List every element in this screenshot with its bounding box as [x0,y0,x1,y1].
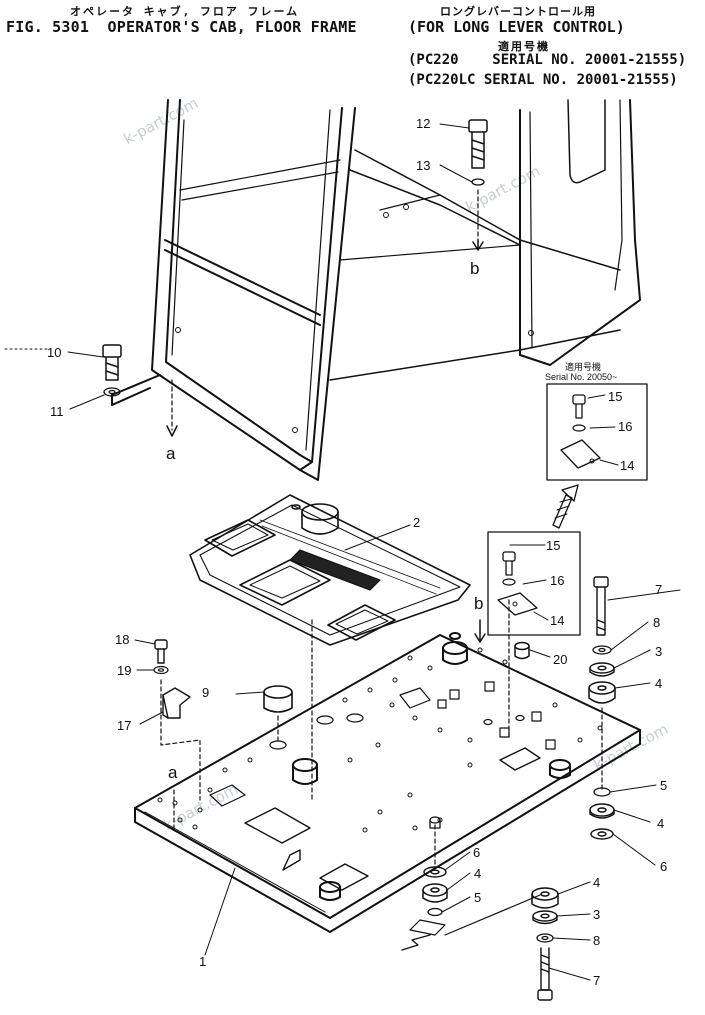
serial-line-2: (PC220LC SERIAL NO. 20001-21555) [408,72,678,88]
callout-15-lower: 15 [546,538,560,553]
callout-10: 10 [47,345,61,360]
cap-9 [263,685,293,713]
leader-lines [4,123,681,981]
callout-5-right: 5 [660,778,667,793]
callout-8-lower: 8 [593,933,600,948]
washer-8-upper [592,645,612,655]
callout-19: 19 [117,663,131,678]
mount-4-lower [531,887,559,909]
floor-frame-1 [134,632,641,933]
inset-box-upper [546,383,648,481]
mount-4-upper [588,681,616,704]
washer-11 [103,387,121,397]
bolt-12 [468,119,488,169]
washer-5-mid [427,907,443,917]
washer-19 [153,665,169,675]
japanese-title: オペレータ キャブ, フロア フレーム [70,5,300,18]
mount-4-right [589,803,615,819]
callout-4-right: 4 [657,816,664,831]
callout-15-upper: 15 [608,389,622,404]
ref-b-upper: b [470,259,479,278]
callout-14-upper: 14 [620,458,634,473]
bolt-7-upper [593,576,609,636]
bolt-7-lower [537,947,553,1001]
washer-8-lower [536,933,554,943]
bolt-18 [154,639,168,664]
washer-3-lower [532,910,558,925]
callout-3-upper: 3 [655,644,662,659]
callout-7-upper: 7 [655,582,662,597]
callout-2: 2 [413,515,420,530]
cab-frame [111,99,641,481]
inset-label-jp: 適用号機 [565,361,601,372]
washer-6-right [590,828,614,840]
callout-11: 11 [50,404,64,419]
applicable-label-jp: 適用号機 [498,40,550,53]
floor-mat-2 [189,494,471,646]
inset-box-lower [487,531,581,741]
callout-13: 13 [416,158,430,173]
ref-b-lower: b [474,594,483,613]
callout-18: 18 [115,632,129,647]
washer-13 [471,178,485,186]
ref-a-upper: a [166,444,176,463]
callout-1: 1 [199,954,206,969]
callout-16-upper: 16 [618,419,632,434]
serial-line-1: (PC220 SERIAL NO. 20001-21555) [408,52,687,68]
figure-title: FIG. 5301 OPERATOR'S CAB, FLOOR FRAME [6,18,357,36]
callout-5-mid: 5 [474,890,481,905]
callout-6-mid: 6 [473,845,480,860]
callout-12: 12 [416,116,430,131]
plug-20 [514,641,530,660]
callout-7-lower: 7 [593,973,600,988]
callout-20: 20 [553,652,567,667]
callout-16-lower: 16 [550,573,564,588]
figure-subtitle: (FOR LONG LEVER CONTROL) [408,18,625,36]
callout-6-right: 6 [660,859,667,874]
ref-a-lower: a [168,763,178,782]
callout-4-mid: 4 [474,866,481,881]
inset-arrow [552,484,579,529]
washer-6-mid [423,866,447,878]
bolt-10 [102,344,122,381]
callout-4-upper: 4 [655,676,662,691]
callout-3-lower: 3 [593,907,600,922]
callout-9: 9 [202,685,209,700]
japanese-note: ロングレバーコントロール用 [440,5,596,18]
inset-serial: Serial No. 20050~ [545,372,617,382]
callout-4-lower: 4 [593,875,600,890]
bolt-small [429,816,441,829]
mount-4-mid [422,883,448,903]
callout-17: 17 [117,718,131,733]
callout-8-upper: 8 [653,615,660,630]
bracket-17 [162,687,191,719]
callout-14-lower: 14 [550,613,564,628]
washer-3-upper [589,662,615,677]
